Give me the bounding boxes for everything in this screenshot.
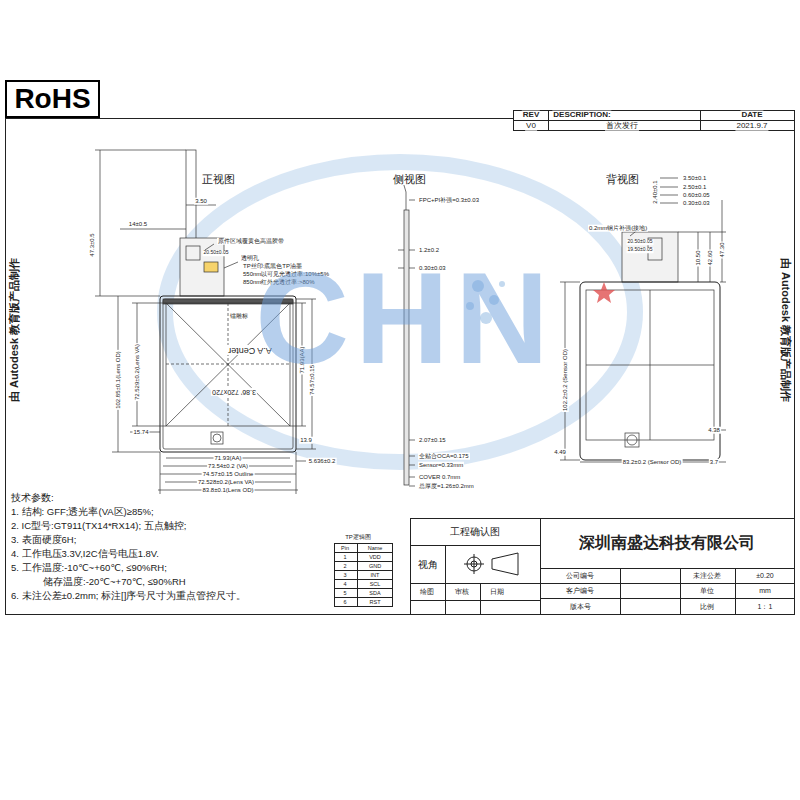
title-block-cell: 审核: [454, 588, 470, 596]
spec-note: 3. 表面硬度6H;: [10, 535, 77, 545]
dimension-label: 73.54±0.2 (VA): [207, 463, 249, 470]
title-block-cell: 单位: [699, 587, 715, 595]
dimension-label: 10.50: [695, 249, 702, 266]
frame: [6, 110, 796, 615]
dimension-label: 13.9: [299, 437, 313, 444]
dimension-label: 镭雕标: [229, 313, 249, 320]
pin-table-cell: 6: [342, 599, 347, 605]
view-title: 侧视图: [392, 173, 427, 185]
dimension-label: COVER 0.7mm: [418, 474, 461, 481]
dimension-label: 0.60±0.05: [682, 192, 711, 199]
dimension-label: 20.50±0.05: [203, 250, 230, 256]
pin-table-cell: Pin: [340, 545, 350, 551]
title-block-cell: 1：1: [757, 603, 774, 611]
back-view: [560, 178, 726, 462]
dimension-label: 2.07±0.15: [418, 437, 447, 444]
dimension-label: 全贴合OCA=0.175: [418, 453, 470, 460]
dimension-label: 0.2mm钢片补强(接地): [588, 225, 648, 232]
view-title: 正视图: [201, 173, 236, 185]
dimension-label: 47.3±0.5: [89, 232, 96, 257]
title-block-cell: 工程确认图: [449, 526, 501, 537]
pin-table-cell: RST: [369, 599, 382, 605]
pin-table-cell: VDD: [368, 554, 382, 560]
dimension-label: 74.57±0.15 Outline: [202, 471, 255, 478]
title-block-cell: 未注公差: [692, 572, 722, 580]
dimension-label: 19.50±0.05: [627, 247, 654, 253]
dimension-label: 0.30±0.03: [682, 200, 711, 207]
dimension-label: 14±0.5: [128, 221, 148, 228]
dimension-label: 83.8±0.1(Lens OD): [202, 487, 255, 494]
title-block-cell: 比例: [699, 603, 715, 611]
pin-table-cell: 3: [342, 572, 347, 578]
dimension-label: 2.40±0.1: [652, 179, 659, 204]
dimension-label: 3.7: [709, 459, 719, 466]
title-block-cell: mm: [758, 587, 772, 595]
dimension-label: 总厚度=1.26±0.2mm: [418, 483, 475, 490]
pin-table-cell: SCL: [369, 581, 382, 587]
title-block-cell: 客户编号: [565, 587, 595, 595]
pin-table-cell: GND: [368, 563, 382, 569]
pin-table-cell: 2: [342, 563, 347, 569]
revision-cell: V0: [525, 122, 537, 131]
spec-note: 储存温度:-20℃~+70℃, ≤90%RH: [42, 577, 187, 587]
revision-cell: DESCRIPTION:: [552, 111, 611, 120]
watermark-swoosh: [165, 162, 635, 462]
dimension-label: 102.2±0.2 (Sensor OD): [562, 348, 569, 412]
dimension-label: 15.74: [132, 429, 149, 436]
pin-table-cell: 1: [342, 554, 347, 560]
title-block-cell: 视角: [417, 559, 439, 570]
dimension-label: 102.85±0.1(Lens OD): [115, 350, 122, 410]
pin-table-cell: SDA: [368, 590, 381, 596]
dimension-label: 原件区域覆黄色高温胶带: [217, 238, 285, 245]
dimension-label: 3.50±0.1: [682, 175, 707, 182]
pin-table-cell: TP逻辑图: [344, 534, 372, 541]
pin-table-cell: Name: [367, 545, 384, 551]
revision-cell: REV: [522, 111, 540, 120]
rohs-badge: RoHS: [5, 80, 100, 118]
pin-table-cell: 4: [342, 581, 347, 587]
dimension-label: 71.93(AA): [213, 455, 242, 462]
dimension-label: FPC+PI补强=0.3±0.03: [418, 197, 480, 204]
side-note: 由 Autodesk 教育版产品制作: [8, 257, 20, 403]
title-block-cell: ±0.20: [755, 572, 774, 580]
side-note: 由 Autodesk 教育版产品制作: [780, 257, 792, 403]
dimension-label: 42.60: [707, 249, 714, 266]
dimension-label: 3.86' 720x720: [211, 388, 257, 396]
pin-table-cell: INT: [370, 572, 381, 578]
dimension-label: 2.50±0.1: [682, 184, 707, 191]
revision-cell: 2021.9.7: [735, 122, 768, 131]
title-block-cell: 绘图: [419, 588, 435, 596]
dimension-label: 4.38: [707, 427, 721, 434]
spec-note: 6. 未注公差±0.2mm; 标注[]序号尺寸为重点管控尺寸。: [10, 591, 247, 601]
dimension-label: 20.50±0.05: [627, 239, 654, 245]
watermark: CHN: [254, 247, 556, 390]
pin-table-cell: 5: [342, 590, 347, 596]
title-block-cell: 公司编号: [565, 572, 595, 580]
spec-note: 4. 工作电压3.3V,I2C信号电压1.8V.: [10, 549, 160, 559]
view-title: 背视图: [605, 173, 640, 185]
dimension-label: 4.49: [553, 449, 567, 456]
dimension-label: 83.2±0.2 (Sensor OD): [622, 459, 683, 466]
spec-note: 5. 工作温度:-10℃~+60℃, ≤90%RH;: [10, 563, 168, 573]
spec-note: 技术参数:: [10, 493, 55, 503]
title-block-cell: 日期: [489, 588, 505, 596]
dimension-label: 5.636±0.2: [308, 458, 337, 465]
title-block-cell: 深圳南盛达科技有限公司: [578, 534, 756, 552]
dimension-label: 72.529±0.2(Lens VA): [134, 343, 141, 401]
title-block-cell: 版本号: [569, 603, 592, 611]
dimension-label: 3.50: [194, 198, 208, 205]
revision-cell: 首次发行: [605, 122, 639, 131]
revision-cell: DATE: [740, 111, 763, 120]
badge-text: RoHS: [14, 85, 90, 113]
dimension-label: 47.30: [719, 241, 726, 258]
dimension-label: Sensor=0.33mm: [418, 462, 464, 469]
spec-note: 1. 结构: GFF;透光率(VA区)≥85%;: [10, 507, 155, 517]
dimension-label: 72.528±0.2(Lens VA): [197, 479, 255, 486]
spec-note: 2. IC型号:GT911(TX14*RX14); 五点触控;: [10, 521, 187, 531]
